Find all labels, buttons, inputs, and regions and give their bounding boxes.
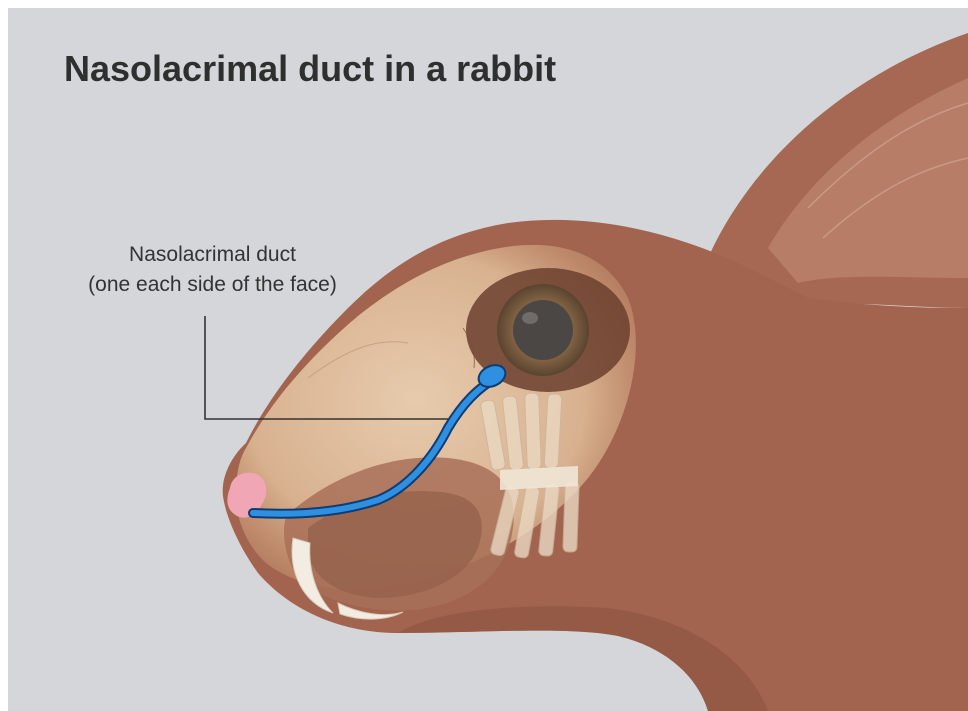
duct-callout-label: Nasolacrimal duct (one each side of the …: [30, 240, 395, 300]
figure-title: Nasolacrimal duct in a rabbit: [64, 48, 556, 90]
callout-line-1: Nasolacrimal duct: [30, 240, 395, 270]
diagram-panel: Nasolacrimal duct in a rabbit Nasolacrim…: [8, 8, 968, 711]
callout-line-2: (one each side of the face): [30, 270, 395, 300]
rabbit-head-illustration: [8, 8, 968, 711]
